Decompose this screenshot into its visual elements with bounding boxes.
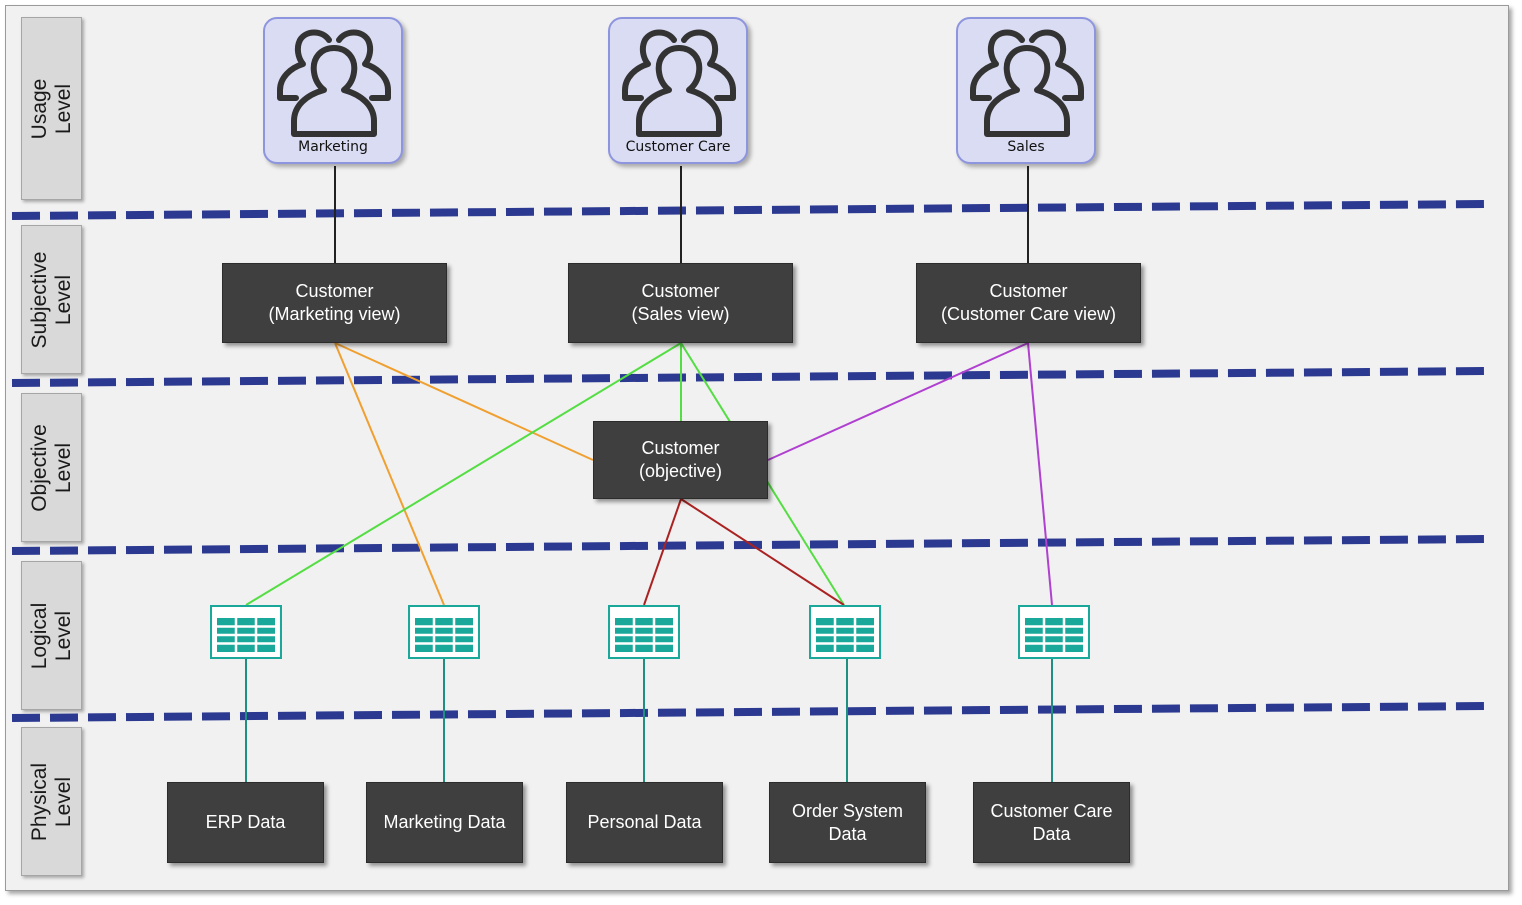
marketing-view-links <box>334 342 594 606</box>
level-label-usage: Usage Level <box>21 17 82 200</box>
level-label-physical: Physical Level <box>21 727 82 876</box>
link-objective-table-personal <box>643 498 682 606</box>
link-marketing-view-objective <box>334 342 594 461</box>
usage-customer-care-label: Customer Care <box>625 139 731 155</box>
physical-personal-data[interactable]: Personal Data <box>566 782 723 863</box>
table-icon[interactable] <box>1018 605 1090 659</box>
usage-sales[interactable]: Sales <box>956 17 1096 164</box>
divider-usage-subjective <box>11 200 1491 220</box>
usage-marketing[interactable]: Marketing <box>263 17 403 164</box>
level-label-subjective: Subjective Level <box>21 225 82 374</box>
physical-order-system-data[interactable]: Order System Data <box>769 782 926 863</box>
objective-links <box>643 498 845 606</box>
table-icon[interactable] <box>608 605 680 659</box>
care-view-links <box>767 342 1053 606</box>
divider-subjective-objective <box>11 367 1491 387</box>
physical-erp-data[interactable]: ERP Data <box>167 782 324 863</box>
level-label-logical: Logical Level <box>21 561 82 710</box>
level-label-objective: Objective Level <box>21 393 82 542</box>
user-group-icon <box>970 29 1084 137</box>
table-icon[interactable] <box>210 605 282 659</box>
table-icon[interactable] <box>408 605 480 659</box>
user-group-icon <box>622 29 736 137</box>
objective-customer[interactable]: Customer (objective) <box>593 421 768 499</box>
link-objective-table-order <box>680 498 845 606</box>
link-care-view-objective <box>767 342 1029 461</box>
link-sales-view-table-erp <box>245 342 682 606</box>
physical-links <box>245 658 1053 782</box>
user-group-icon <box>277 29 391 137</box>
subjective-customer-care-view[interactable]: Customer (Customer Care view) <box>916 263 1141 343</box>
usage-links <box>334 166 1029 263</box>
table-icon[interactable] <box>809 605 881 659</box>
usage-customer-care[interactable]: Customer Care <box>608 17 748 164</box>
usage-sales-label: Sales <box>1007 139 1045 155</box>
link-marketing-view-table-marketing <box>334 342 445 606</box>
physical-marketing-data[interactable]: Marketing Data <box>366 782 523 863</box>
physical-customer-care-data[interactable]: Customer Care Data <box>973 782 1130 863</box>
usage-marketing-label: Marketing <box>298 139 368 155</box>
link-care-view-table-care <box>1027 342 1053 606</box>
subjective-marketing-view[interactable]: Customer (Marketing view) <box>222 263 447 343</box>
divider-logical-physical <box>11 702 1491 722</box>
subjective-sales-view[interactable]: Customer (Sales view) <box>568 263 793 343</box>
